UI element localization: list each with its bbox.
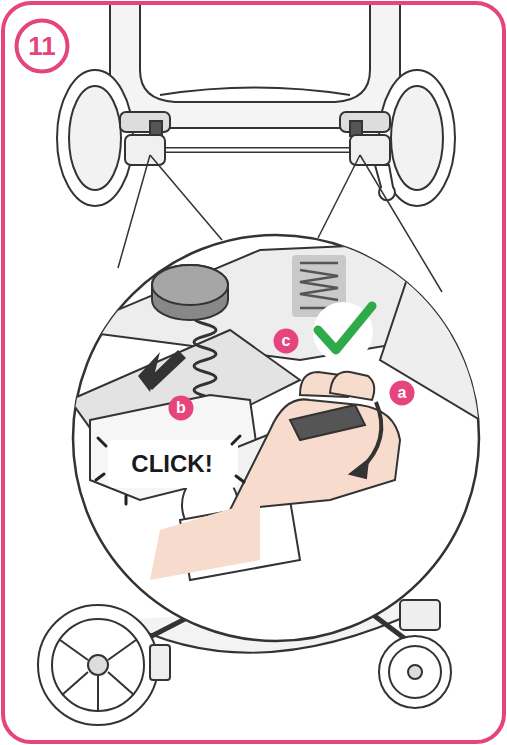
callout-letter: b [168,395,194,421]
callout-text: c [282,333,291,349]
step-number: 11 [14,18,70,74]
callout-text: 11 [28,33,56,59]
callout-text: a [398,385,407,401]
callout-letter: c [273,328,299,354]
sound-label: CLICK! [131,450,212,478]
frame [3,3,504,742]
callout-letter: a [389,380,415,406]
detail-view [70,240,480,580]
callout-text: b [176,400,186,416]
